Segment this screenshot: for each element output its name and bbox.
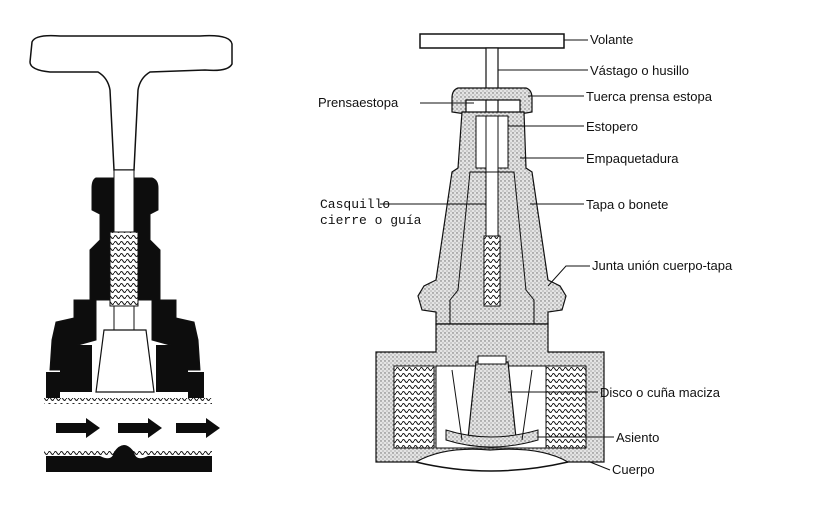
label-junta: Junta unión cuerpo-tapa: [592, 258, 733, 273]
label-casquillo-2: cierre o guía: [320, 213, 422, 228]
leader-junta: [547, 265, 590, 287]
right-valve-section: [375, 33, 605, 472]
label-empaquetadura: Empaquetadura: [586, 151, 679, 166]
label-asiento: Asiento: [616, 430, 659, 445]
label-cuerpo: Cuerpo: [612, 462, 655, 477]
right-stem-thread: [483, 235, 501, 307]
left-stem-thread: [109, 231, 139, 307]
left-body-ends: [46, 372, 204, 398]
right-seat: [445, 429, 539, 448]
label-prensaestopa: Prensaestopa: [318, 95, 399, 110]
label-disco: Disco o cuña maciza: [600, 385, 721, 400]
right-packing-nut: [451, 87, 533, 115]
flow-arrows: [56, 418, 220, 438]
leader-cuerpo: [589, 461, 611, 471]
labels: Volante Vástago o husillo Prensaestopa T…: [318, 32, 733, 477]
label-estopero: Estopero: [586, 119, 638, 134]
flow-arrow-2: [118, 418, 162, 438]
label-casquillo-1: Casquillo: [320, 197, 390, 212]
label-tuerca: Tuerca prensa estopa: [586, 89, 713, 104]
flow-arrow-1: [56, 418, 100, 438]
right-body-bottom: [415, 461, 569, 472]
right-disc-head: [477, 355, 507, 365]
left-pipe-thread-top: [44, 398, 212, 404]
left-wedge: [95, 329, 155, 393]
left-seat: [46, 445, 212, 472]
right-bore-left: [393, 365, 435, 449]
left-valve-section: [29, 34, 233, 472]
right-disc: [467, 361, 517, 439]
right-seat-guides: [451, 369, 533, 441]
right-bore-right: [545, 365, 587, 449]
label-vastago: Vástago o husillo: [590, 63, 689, 78]
left-handwheel: [29, 34, 233, 171]
label-volante: Volante: [590, 32, 633, 47]
left-body: [60, 345, 188, 392]
label-tapa: Tapa o bonete: [586, 197, 668, 212]
right-handwheel: [419, 33, 565, 49]
flow-arrow-3: [176, 418, 220, 438]
